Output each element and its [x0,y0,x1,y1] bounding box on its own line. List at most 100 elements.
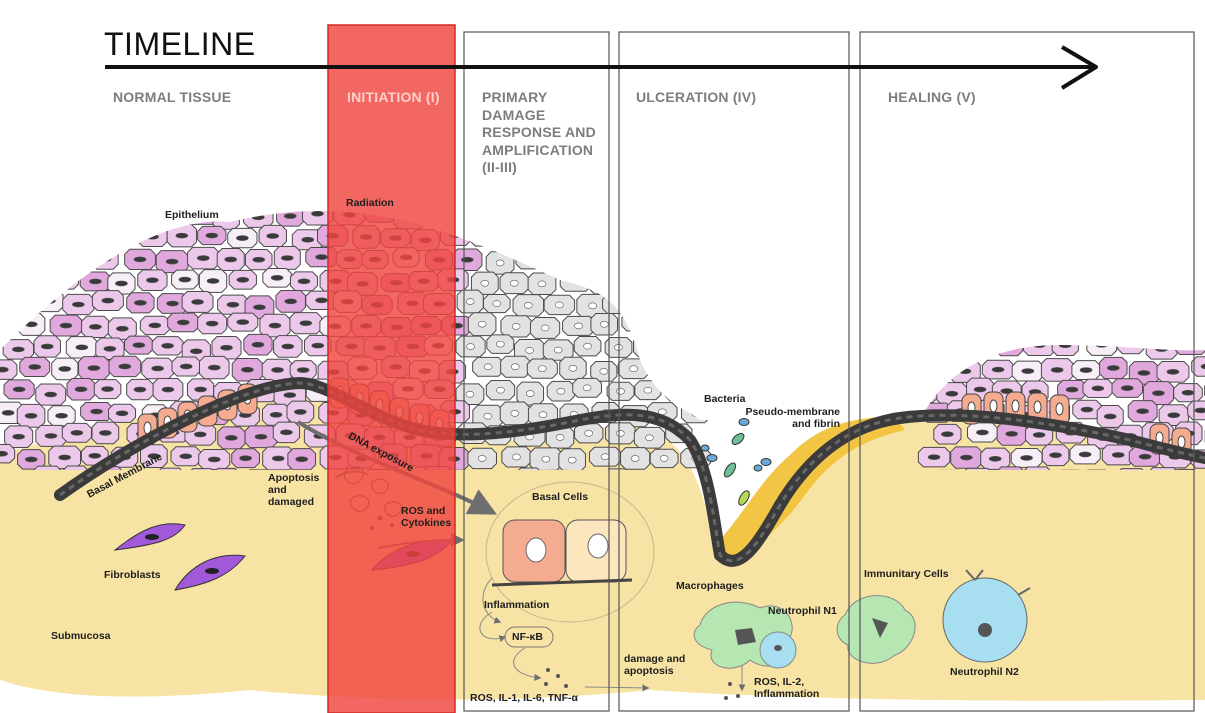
cell-nucleus [90,234,102,239]
cell-nucleus [1137,409,1149,414]
epithelial-cell [633,207,660,225]
epithelial-cell [622,313,650,331]
cell-nucleus [13,387,25,392]
cell-nucleus [192,299,204,304]
epithelial-cell [603,294,633,313]
epithelial-cell [1026,205,1057,226]
epithelial-cell [533,227,564,247]
cell-nucleus [916,259,928,264]
cell-nucleus [1081,280,1093,285]
cell-nucleus [1184,212,1196,217]
cell-nucleus [1140,277,1152,282]
cell-nucleus [117,233,129,238]
cell-nucleus [600,280,608,286]
epithelial-cell [682,314,713,335]
cell-nucleus [136,217,148,222]
epithelial-cell [1087,334,1117,355]
cell-nucleus [296,457,308,462]
cell-nucleus [237,320,249,325]
epithelial-cell [1176,204,1205,224]
cell-nucleus [1006,431,1018,436]
cell-nucleus [119,364,131,369]
epithelial-cell [1128,226,1156,246]
cell-nucleus [467,344,475,350]
cell-nucleus [147,234,159,239]
cell-nucleus [1046,322,1058,327]
epithelial-cell [992,202,1020,220]
cell-nucleus [1195,408,1205,413]
epithelial-cell [953,229,984,247]
cell-nucleus [541,325,549,331]
epithelial-cell [5,205,32,225]
cell-nucleus [1045,232,1057,237]
epithelial-cell [1116,207,1148,228]
epithelial-cell [1009,230,1039,252]
cell-nucleus [221,345,233,350]
cell-nucleus [180,364,192,369]
cell-nucleus [25,413,37,418]
epithelial-cell [1085,250,1116,271]
cell-nucleus [976,430,988,435]
epithelial-cell [1073,318,1103,336]
cell-nucleus [241,367,253,372]
cell-nucleus [925,366,937,371]
cell-nucleus [493,301,501,307]
cell-nucleus [617,388,625,394]
cell-nucleus [555,302,563,308]
cell-nucleus [15,304,27,309]
cell-nucleus [586,210,594,216]
cell-nucleus [662,366,670,372]
cell-nucleus [116,326,128,331]
cell-nucleus [316,255,328,260]
cell-nucleus [195,387,207,392]
epithelial-cell [647,227,674,247]
cell-nucleus [974,215,986,220]
cell-nucleus [613,258,621,264]
epithelial-cell [498,226,530,248]
apoptosis-label: Apoptosis and damaged [268,472,328,508]
cell-nucleus [1003,256,1015,261]
cell-nucleus [944,302,956,307]
epithelial-cell [1146,339,1177,359]
epithelial-cell [997,295,1024,316]
cell-nucleus [1197,276,1205,281]
epithelial-cell [65,251,93,270]
cell-nucleus [284,393,296,398]
epithelial-cell [589,273,618,294]
cell-nucleus [1031,304,1043,309]
cell-nucleus [166,259,178,264]
epithelial-cell [453,204,481,227]
cell-nucleus [1185,343,1197,348]
epithelial-cell [996,336,1023,356]
cell-nucleus [544,234,552,240]
cell-nucleus [1051,367,1063,372]
epithelial-cell [1173,295,1203,313]
cell-nucleus [1139,454,1151,459]
cell-nucleus [661,279,669,285]
cell-nucleus [227,302,239,307]
cell-nucleus [1126,303,1138,308]
ros-il2-label: ROS, IL-2, Inflammation [754,676,824,700]
cell-nucleus [928,238,940,243]
cell-nucleus [102,298,114,303]
cell-nucleus [986,325,998,330]
epithelial-cell [1023,335,1055,356]
cell-nucleus [539,412,547,418]
cell-nucleus [478,455,486,461]
cell-nucleus [614,301,622,307]
epithelium-cells [0,202,1205,494]
stage-primary-damage: PRIMARY DAMAGE RESPONSE AND AMPLIFICATIO… [482,89,602,177]
cell-nucleus [104,346,116,351]
cell-nucleus [1092,386,1104,391]
cell-nucleus [25,457,37,462]
cell-nucleus [572,277,580,283]
epithelial-cell [92,249,118,269]
cell-nucleus [13,213,25,218]
cell-nucleus [284,214,296,219]
cell-nucleus [152,366,164,371]
stage-healing: HEALING (V) [888,89,976,107]
cell-nucleus [1125,342,1137,347]
cell-nucleus [1112,452,1124,457]
cell-nucleus [1171,282,1183,287]
epithelial-cell [649,271,681,293]
